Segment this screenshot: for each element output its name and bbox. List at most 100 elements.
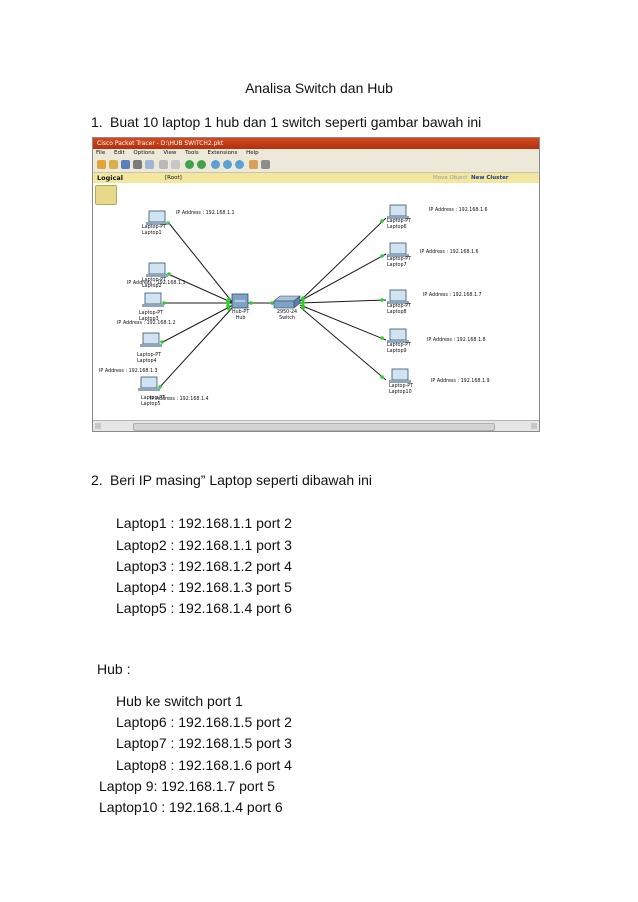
link-switch-laptop10 (299, 306, 387, 381)
laptop2-name: Laptop2 (142, 283, 162, 289)
laptop7-name: Laptop7 (387, 262, 407, 268)
link-laptop5-hub (158, 306, 234, 389)
laptop9-ip: IP Address : 192.168.1.8 (427, 338, 486, 343)
list-item: Laptop1 : 192.168.1.1 port 2 (116, 515, 292, 531)
switch-type: 2950-24 (277, 310, 298, 315)
step-2-number: 2. (91, 472, 103, 488)
topology-links (138, 204, 411, 391)
tab-logical[interactable]: Logical (97, 174, 123, 182)
laptop9-name: Laptop9 (387, 348, 407, 354)
laptop10-name: Laptop10 (389, 389, 412, 395)
laptop7-icon (387, 242, 409, 257)
pt-toolbar (93, 158, 539, 173)
laptop10-ip: IP Address : 192.168.1.9 (431, 379, 490, 384)
drawing-palette-icon[interactable] (249, 160, 258, 169)
hub-type: Hub-PT (232, 310, 250, 315)
pt-menu-tools[interactable]: Tools (185, 150, 199, 156)
list-item: Laptop8 : 192.168.1.6 port 4 (116, 757, 292, 773)
laptop10-icon (389, 368, 411, 383)
scroll-right-arrow-icon[interactable] (531, 423, 537, 429)
laptop-icons-right (387, 204, 411, 383)
laptop6-ip: IP Address : 192.168.1.6 (429, 208, 488, 213)
laptop4-name: Laptop4 (137, 358, 157, 364)
link-switch-laptop6 (299, 217, 387, 302)
switch-name: Switch (279, 315, 295, 321)
laptop7-ip: IP Address : 192.168.1.6 (420, 250, 479, 255)
laptop2-icon (146, 262, 168, 277)
pt-menu-help[interactable]: Help (246, 150, 259, 156)
pt-menu-edit[interactable]: Edit (113, 150, 125, 156)
laptop1-type: Laptop-PT (142, 225, 167, 230)
switch-icon (273, 295, 301, 309)
root-label: [Root] (165, 175, 182, 181)
laptop3-name: Laptop3 (139, 316, 159, 322)
laptop1-icon (146, 210, 168, 225)
laptop5-name: Laptop5 (141, 401, 161, 407)
list-item: Laptop4 : 192.168.1.3 port 5 (116, 579, 292, 595)
scroll-left-arrow-icon[interactable] (95, 423, 101, 429)
laptop3-icon (142, 292, 164, 307)
link-laptop2-hub (167, 273, 234, 304)
link-switch-laptop8 (299, 299, 387, 304)
zoom-reset-icon[interactable] (223, 160, 232, 169)
document-title: Analisa Switch dan Hub (245, 80, 393, 96)
pt-menu-extensions[interactable]: Extensions (207, 150, 238, 156)
link-switch-laptop9 (299, 304, 387, 341)
laptop9-type: Laptop-PT (387, 343, 412, 348)
laptop5-type: Laptop-PT (141, 396, 166, 401)
laptop9-icon (387, 328, 409, 343)
laptop8-icon (387, 289, 409, 304)
laptop3-ip: IP Address : 192.168.1.2 (117, 321, 176, 326)
laptop6-name: Laptop6 (387, 224, 407, 230)
list-item: Laptop2 : 192.168.1.1 port 3 (116, 537, 292, 553)
save-icon[interactable] (121, 160, 130, 169)
pt-menu-view[interactable]: View (163, 150, 177, 156)
logical-view-badge[interactable] (95, 185, 117, 205)
hub-heading: Hub : (97, 661, 131, 677)
print-icon[interactable] (133, 160, 142, 169)
redo-icon[interactable] (197, 160, 206, 169)
laptop8-ip: IP Address : 192.168.1.7 (423, 293, 482, 298)
pt-menu-file[interactable]: File (96, 150, 106, 156)
link-switch-laptop7 (299, 253, 387, 302)
device-dialog-icon[interactable] (261, 160, 270, 169)
new-file-icon[interactable] (97, 160, 106, 169)
list-item: Laptop5 : 192.168.1.4 port 6 (116, 600, 292, 616)
copy-icon[interactable] (159, 160, 168, 169)
step-1-text: Buat 10 laptop 1 hub dan 1 switch sepert… (110, 114, 482, 130)
step-1-number: 1. (91, 114, 103, 130)
laptop7-type: Laptop-PT (387, 257, 412, 262)
zoom-in-icon[interactable] (211, 160, 220, 169)
pt-horizontal-scrollbar[interactable] (93, 420, 539, 431)
laptop1-name: Laptop1 (142, 230, 162, 236)
open-folder-icon[interactable] (109, 160, 118, 169)
laptop4-icon (140, 332, 162, 347)
laptop5-ip: IP Address : 192.168.1.4 (150, 397, 209, 402)
pt-menu-bar: File Edit Options View Tools Extensions … (93, 149, 539, 158)
laptop8-type: Laptop-PT (387, 304, 412, 309)
wizard-icon[interactable] (145, 160, 154, 169)
laptop1-ip: IP Address : 192.168.1.1 (176, 211, 235, 216)
list-item: Laptop10 : 192.168.1.4 port 6 (99, 799, 283, 815)
hub-icon (231, 293, 249, 309)
scroll-thumb[interactable] (133, 423, 495, 431)
laptop2-ip: IP Address : 192.168.1.1 (127, 281, 186, 286)
laptop6-type: Laptop-PT (387, 219, 412, 224)
laptop2-type: Laptop-PT (142, 278, 167, 283)
paste-icon[interactable] (171, 160, 180, 169)
zoom-out-icon[interactable] (235, 160, 244, 169)
new-cluster-button[interactable]: New Cluster (471, 175, 509, 181)
laptop5-icon (138, 376, 160, 391)
pt-menu-options[interactable]: Options (133, 150, 155, 156)
link-laptop1-hub (167, 221, 234, 304)
laptop4-ip: IP Address : 192.168.1.3 (99, 369, 158, 374)
list-item: Hub ke switch port 1 (116, 693, 243, 709)
step-2-text: Beri IP masing” Laptop seperti dibawah i… (110, 472, 373, 488)
undo-icon[interactable] (185, 160, 194, 169)
list-item: Laptop 9: 192.168.1.7 port 5 (99, 778, 275, 794)
list-item: Laptop7 : 192.168.1.5 port 3 (116, 735, 292, 751)
laptop10-type: Laptop-PT (389, 384, 414, 389)
move-object-button[interactable]: Move Object (433, 175, 468, 181)
pt-window-title: Cisco Packet Tracer - D:\HUB SWITCH2.pkt (93, 138, 539, 149)
